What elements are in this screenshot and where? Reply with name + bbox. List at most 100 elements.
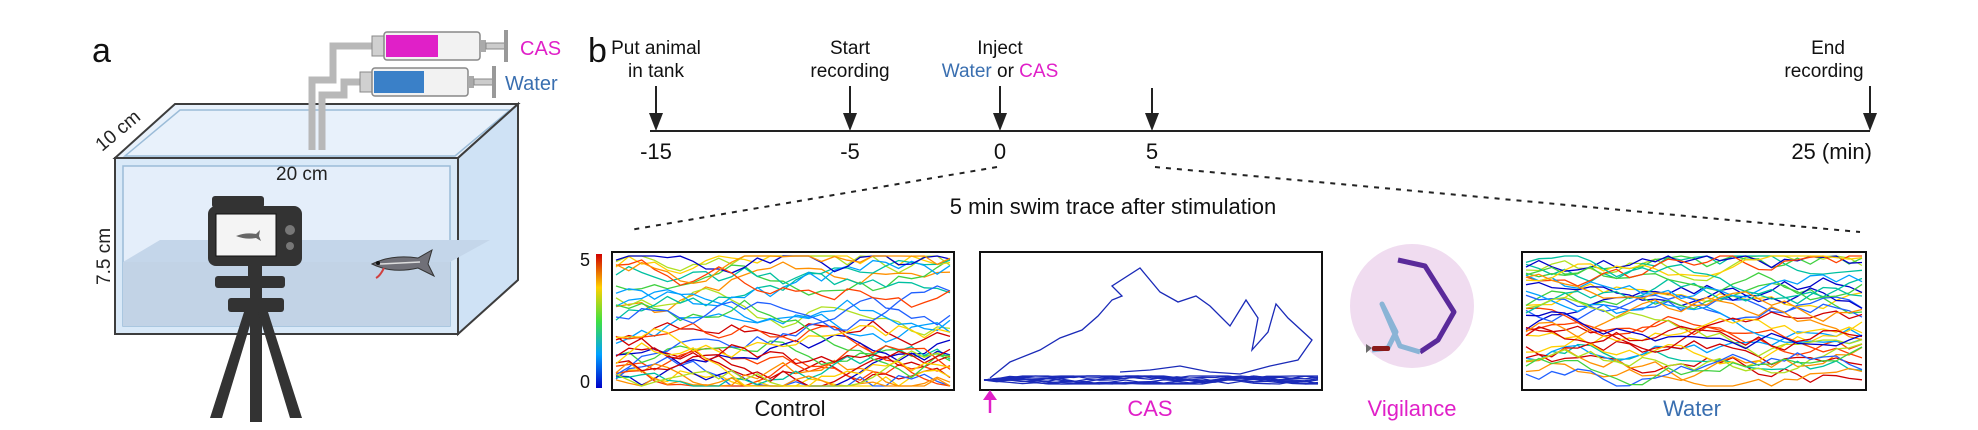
trace-label: Water (1663, 396, 1721, 421)
timeline-tick-label: 5 (1146, 139, 1158, 164)
swim-trace (1525, 346, 1863, 382)
swim-trace (615, 255, 951, 274)
swim-trace (615, 258, 951, 296)
colorbar-max-label: 5 (580, 250, 590, 270)
timeline-tick-label: -5 (840, 139, 860, 164)
injection-arrow-icon (983, 390, 997, 413)
event-label-line1: Start (830, 38, 871, 59)
event-label-line2: recording (810, 61, 889, 82)
swim-trace (1525, 310, 1863, 353)
trace-label: Vigilance (1368, 396, 1457, 421)
swim-trace (1525, 273, 1863, 322)
colorbar: 5 0 (580, 250, 602, 392)
swim-trace (983, 375, 1319, 382)
vigilance-path-dark (1397, 257, 1457, 355)
swim-trace (1525, 274, 1863, 300)
zoom-line-left (629, 166, 998, 231)
timeline-event-put-animal: Put animal in tank -15 (611, 38, 701, 164)
arrow-down-icon (1863, 113, 1877, 131)
swim-trace (989, 267, 1313, 379)
swim-trace (1525, 346, 1863, 386)
swim-trace (1525, 255, 1863, 283)
event-label-line1: Put animal (611, 38, 701, 59)
swim-trace (1525, 346, 1863, 384)
timeline-tick-label: 0 (994, 139, 1006, 164)
colorbar-gradient (596, 254, 602, 388)
swim-trace (615, 299, 951, 379)
event-label-line1: End (1811, 38, 1845, 59)
swim-trace (1525, 294, 1863, 314)
timeline-event-5min: 5 (1145, 88, 1159, 164)
panel-a-letter: a (92, 32, 111, 70)
tripod-icon (210, 266, 302, 422)
swim-trace (615, 324, 951, 358)
trace-water: Water (1521, 251, 1867, 421)
trace-section-title: 5 min swim trace after stimulation (950, 194, 1276, 219)
swim-trace (1525, 255, 1862, 287)
event-label-line2: in tank (628, 61, 684, 82)
vigilance-circle (1350, 244, 1474, 368)
water-bottom (123, 262, 450, 326)
swim-trace (615, 261, 951, 314)
zoom-line-right (1154, 166, 1861, 233)
trace-box (611, 251, 955, 391)
timeline-event-start-recording: Start recording -5 (810, 38, 889, 164)
swim-trace (615, 289, 951, 332)
dim-width-label: 20 cm (276, 164, 328, 185)
swim-trace (1525, 290, 1863, 345)
swim-trace (615, 287, 951, 336)
swim-trace (615, 320, 951, 346)
swim-trace (1525, 255, 1863, 305)
event-label-line2: recording (1784, 61, 1863, 82)
swim-trace (1525, 283, 1863, 310)
event-label-line1: Inject (977, 38, 1023, 59)
tube-water (318, 78, 368, 150)
timeline-tick-label: -15 (640, 139, 672, 164)
swim-trace (1525, 311, 1863, 350)
timeline-event-end-recording: End recording 25 (min) (1784, 38, 1877, 164)
syringe-cas (371, 30, 508, 62)
arrow-down-icon (993, 113, 1007, 131)
swim-trace (615, 322, 951, 370)
arrow-down-icon (649, 113, 663, 131)
swim-trace (615, 296, 951, 376)
swim-trace (615, 342, 951, 387)
event-label-line2: Water or CAS (942, 61, 1059, 82)
swim-trace-lines (983, 267, 1319, 385)
swim-trace (1525, 328, 1863, 363)
syringe-water (359, 66, 496, 98)
swim-trace-lines (1525, 255, 1863, 387)
vigilance-illustration: Vigilance (1350, 244, 1474, 421)
panel-a: a CAS (92, 30, 561, 422)
timeline-tick-label: 25 (min) (1791, 139, 1872, 164)
swim-trace (1525, 300, 1863, 323)
dim-height-label: 7.5 cm (94, 228, 115, 285)
trace-label: Control (755, 396, 826, 421)
swim-trace (615, 255, 951, 285)
tank-top (112, 103, 521, 159)
swim-trace (615, 313, 951, 345)
zebrafish-icon (370, 248, 436, 279)
fish-icon (1366, 344, 1390, 353)
syringe-cas-label: CAS (520, 38, 561, 60)
panel-b: b Put animal in tank -15 Start recording… (580, 32, 1877, 421)
colorbar-min-label: 0 (580, 372, 590, 392)
camera-icon (208, 196, 302, 266)
tube-cas (308, 42, 378, 150)
swim-trace (615, 359, 951, 387)
swim-trace (615, 343, 951, 372)
trace-label: CAS (1127, 396, 1172, 421)
swim-trace (1525, 277, 1863, 314)
arrow-down-icon (1145, 113, 1159, 131)
swim-trace (1525, 348, 1863, 387)
tank-floor (123, 240, 490, 262)
trace-cas: CAS (979, 251, 1323, 421)
panel-b-letter: b (588, 32, 607, 70)
swim-trace (1525, 296, 1863, 341)
swim-trace (615, 259, 951, 308)
swim-trace (615, 285, 951, 331)
arrow-down-icon (843, 113, 857, 131)
swim-trace-lines (615, 255, 951, 387)
swim-trace (1525, 325, 1863, 351)
